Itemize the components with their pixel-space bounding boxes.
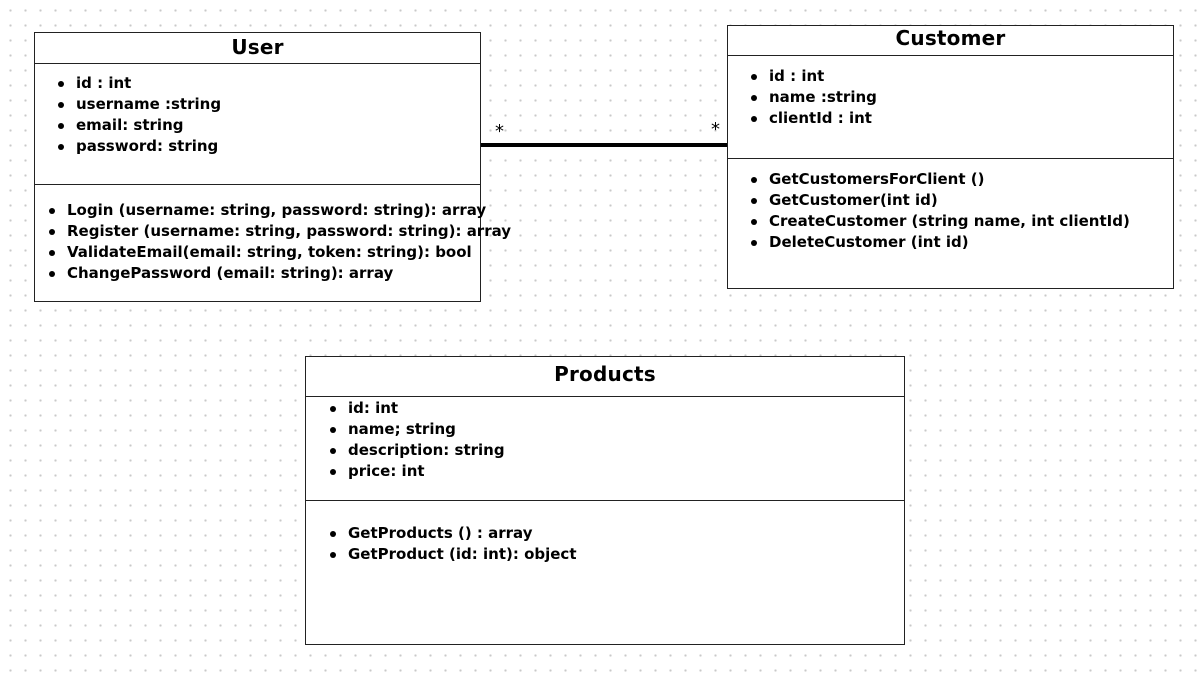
attribute-divider [728,158,1173,159]
attribute-divider [306,500,904,501]
method-item: Login (username: string, password: strin… [48,200,511,221]
class-title: Customer [895,26,1006,50]
attribute-item: username :string [57,95,222,113]
attribute-item: id : int [751,66,877,87]
method-item: ValidateEmail(email: string, token: stri… [48,242,511,263]
method-item: DeleteCustomer (int id) [751,232,1130,253]
attribute-item: email: string [57,115,221,136]
attribute-item: clientId : int [751,108,877,129]
method-item: GetProduct (id: int): object [330,545,577,563]
attribute-item: id: int [330,398,505,419]
title-divider [306,396,904,397]
user-multiplicity: * [495,121,504,142]
attribute-item: description: string [330,441,505,459]
class-title: User [231,35,284,59]
products-class[interactable]: Products id: int name; string descriptio… [305,356,905,645]
class-title: Products [554,362,656,386]
method-item: GetProducts () : array [330,523,577,544]
method-item: GetCustomersForClient () [751,169,1130,190]
method-item: CreateCustomer (string name, int clientI… [751,212,1130,230]
customer-class[interactable]: Customer id : int name :string clientId … [727,25,1174,289]
attribute-item: price: int [330,461,505,482]
method-list: GetCustomersForClient () GetCustomer(int… [751,169,1130,253]
title-divider [728,55,1173,56]
method-item: Register (username: string, password: st… [48,222,512,240]
attribute-item: id : int [57,73,221,94]
attribute-list: id: int name; string description: string… [330,398,505,482]
method-item: GetCustomer(int id) [751,190,1130,211]
method-item: ChangePassword (email: string): array [48,263,511,284]
attribute-list: id : int name :string clientId : int [751,66,877,129]
attribute-divider [35,184,480,185]
attribute-item: password: string [57,136,221,157]
user-class[interactable]: User id : int username :string email: st… [34,32,511,302]
customer-multiplicity: * [711,119,720,140]
title-divider [35,63,480,64]
attribute-item: name; string [330,419,505,440]
method-list: GetProducts () : array GetProduct (id: i… [330,523,577,565]
attribute-list: id : int username :string email: string … [57,73,222,157]
attribute-item: name :string [751,88,877,106]
method-list: Login (username: string, password: strin… [48,200,512,284]
